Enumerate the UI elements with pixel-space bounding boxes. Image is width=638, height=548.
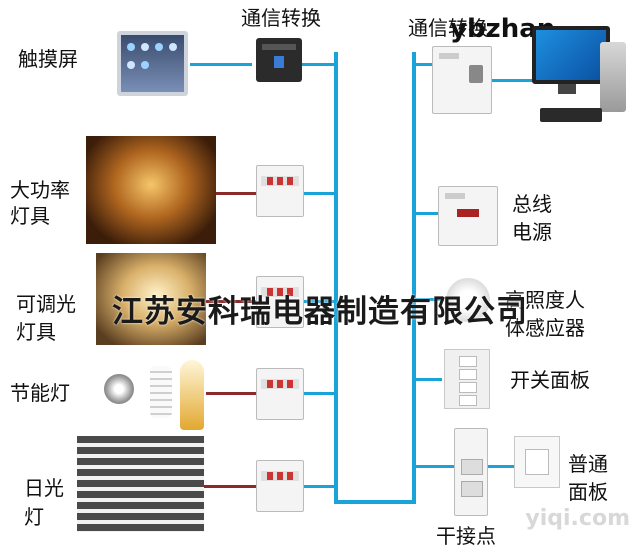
high-power-label-1: 大功率 [10,178,70,202]
normal-panel-label-2: 面板 [568,480,608,504]
dry-contact-module-icon [454,428,488,516]
switch-panel-label: 开关面板 [510,368,590,392]
load-wire-1 [216,192,258,195]
bus-power-label-2: 电源 [512,220,552,244]
wall-lamp-image [96,253,206,345]
bus-power-icon [438,186,498,246]
comm-converter-right-label: 通信转换 [408,16,488,40]
load-wire-3 [206,392,258,395]
wire-normal-panel [486,465,514,468]
bus-line-left [334,52,338,504]
sensor-label-2: 体感应器 [505,316,585,340]
wire-module-4 [300,485,336,488]
wire-module-2 [300,300,336,303]
high-power-label-2: 灯具 [10,204,50,228]
actuator-module-4 [256,460,304,512]
comm-converter-left-icon [256,38,302,82]
touch-screen-icon [117,31,188,96]
actuator-module-2 [256,276,304,328]
candle-bulb-icon [180,360,204,430]
cfl-bulb-icon [150,366,172,418]
switch-panel-icon [444,349,490,409]
fluorescent-label-1: 日光 [24,476,64,500]
actuator-module-1 [256,165,304,217]
wire-module-3 [300,392,336,395]
wire-pc [492,79,534,82]
wire-dry-contact [414,465,454,468]
dimmable-label-1: 可调光 [16,292,76,316]
dimmable-label-2: 灯具 [16,320,56,344]
fluorescent-label-2: 灯 [24,505,44,529]
actuator-module-3 [256,368,304,420]
comm-converter-right-icon [432,46,492,114]
sensor-label-1: 高照度人 [505,288,585,312]
load-wire-2 [206,300,258,303]
downlight-icon [104,374,134,404]
wire-comm-left [300,63,336,66]
wire-module-1 [300,192,336,195]
wire-touchscreen [190,63,252,66]
wire-sensor [414,298,444,301]
comm-converter-left-label: 通信转换 [241,6,321,30]
wire-switch [414,378,442,381]
wire-bus-power [414,212,438,215]
normal-panel-label-1: 普通 [568,452,608,476]
bus-line-right [412,52,416,504]
fluorescent-tubes-image [77,436,204,532]
energy-saving-label: 节能灯 [10,381,70,405]
computer-icon [528,22,628,134]
watermark-bottom: yiqi.com [525,506,630,531]
company-overlay-text: 江苏安科瑞电器制造有限公司 [112,294,528,330]
touch-screen-label: 触摸屏 [18,47,78,71]
bus-line-bottom [334,500,416,504]
load-wire-4 [204,485,258,488]
bus-power-label-1: 总线 [512,192,552,216]
wire-comm-right [414,63,432,66]
normal-panel-icon [514,436,560,488]
dry-contact-label: 干接点 [436,524,496,548]
motion-sensor-icon [446,278,490,322]
chandelier-image [86,136,216,244]
